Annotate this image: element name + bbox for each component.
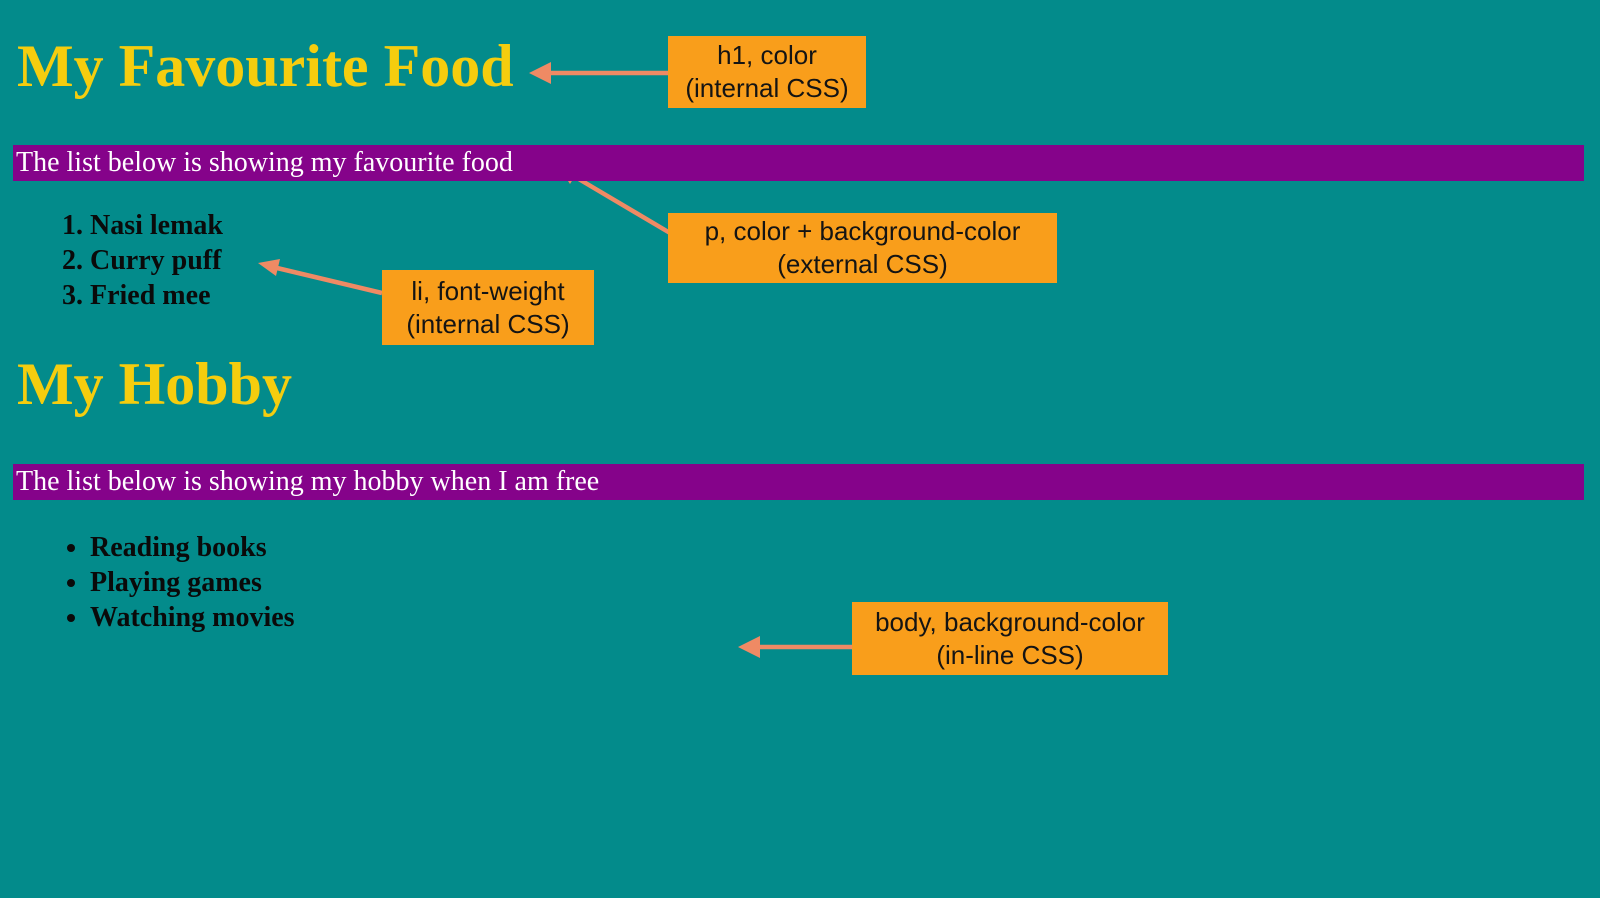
callout-line: h1, color <box>717 40 817 70</box>
callout-line: (external CSS) <box>777 249 948 279</box>
callout-h1-color: h1, color (internal CSS) <box>668 36 866 108</box>
callout-li-font-weight: li, font-weight (internal CSS) <box>382 270 594 345</box>
hobby-list-item: Playing games <box>90 565 295 600</box>
heading-hobby: My Hobby <box>17 351 293 417</box>
hobby-list-item: Reading books <box>90 530 295 565</box>
callout-line: body, background-color <box>875 606 1145 637</box>
callout-line: li, font-weight <box>411 275 565 306</box>
callout-body-background-color: body, background-color (in-line CSS) <box>852 602 1168 675</box>
heading-favourite-food: My Favourite Food <box>17 33 514 99</box>
food-list-item: Fried mee <box>90 278 223 313</box>
favourite-food-list: Nasi lemak Curry puff Fried mee <box>0 208 223 313</box>
callout-line: (internal CSS) <box>406 308 570 339</box>
hobby-list-item: Watching movies <box>90 600 295 635</box>
arrow-li-callout <box>258 259 383 296</box>
paragraph-favourite-food: The list below is showing my favourite f… <box>13 145 1584 181</box>
food-list-item: Curry puff <box>90 243 223 278</box>
arrow-h1-callout <box>529 62 668 84</box>
paragraph-hobby: The list below is showing my hobby when … <box>13 464 1584 500</box>
callout-line: (in-line CSS) <box>936 639 1084 670</box>
hobby-list: Reading books Playing games Watching mov… <box>0 530 295 635</box>
callout-line: p, color + background-color <box>704 216 1021 246</box>
arrow-body-callout <box>738 636 852 658</box>
callout-p-color-background: p, color + background-color (external CS… <box>668 213 1057 283</box>
callout-line: (internal CSS) <box>685 73 849 103</box>
food-list-item: Nasi lemak <box>90 208 223 243</box>
